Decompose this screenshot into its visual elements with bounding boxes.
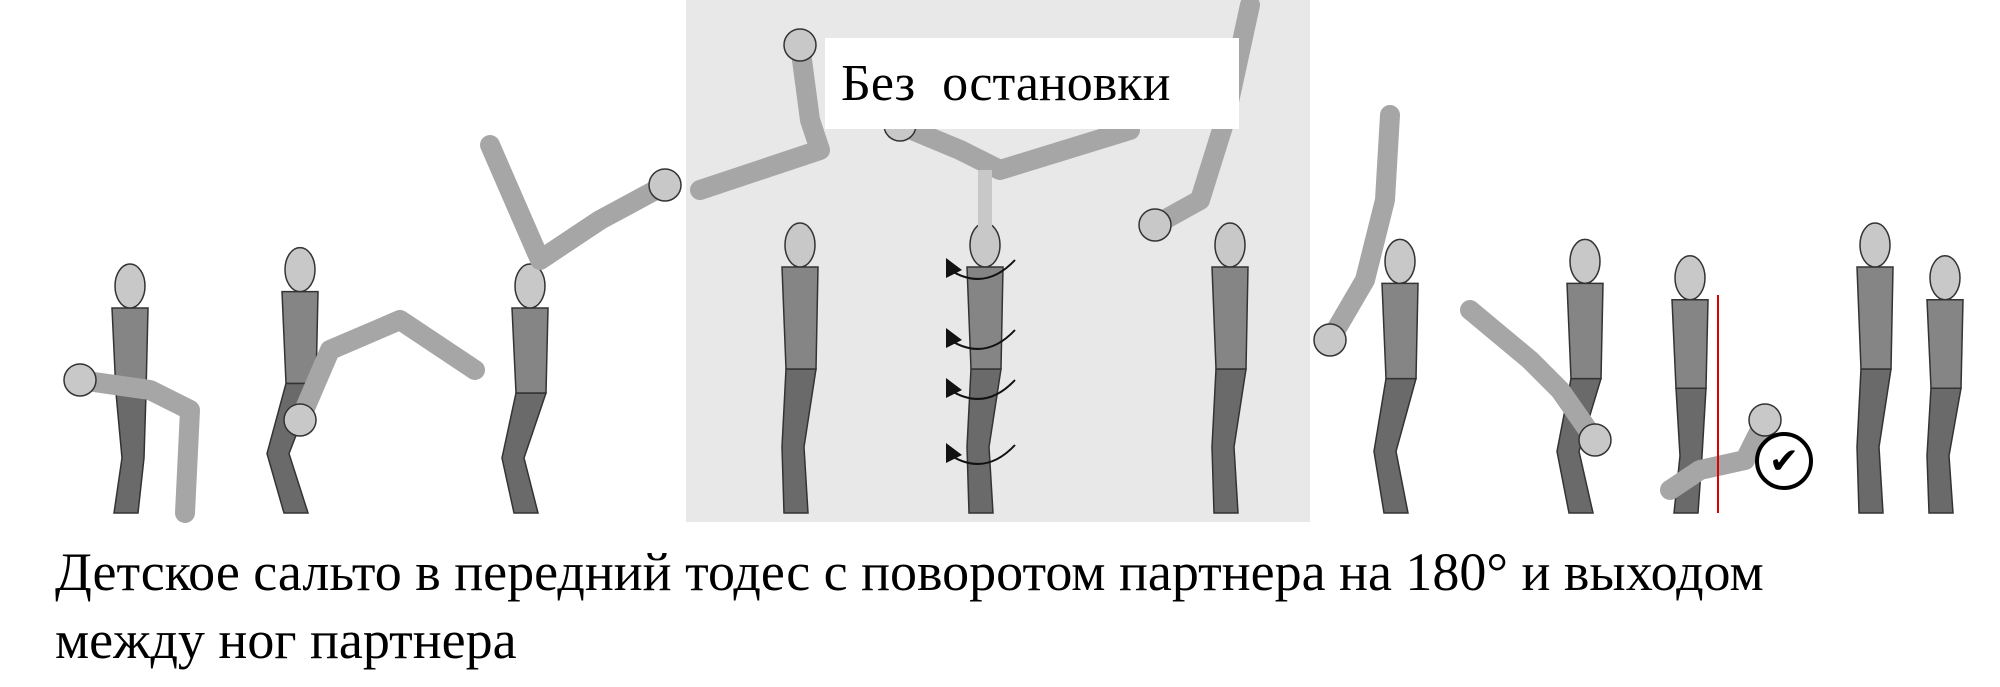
partner-head [284, 246, 316, 293]
rotation-arrow-icon [949, 329, 1016, 350]
partner-torso [781, 266, 819, 370]
partner-legs [966, 368, 1002, 514]
flyer-head [1748, 403, 1782, 437]
figure-4-partner [781, 222, 819, 514]
flyer-body [70, 370, 200, 523]
flyer-head [1313, 323, 1347, 357]
rotation-arrow-icon [949, 444, 1016, 465]
partner-legs [1926, 387, 1962, 514]
flyer-body [1320, 105, 1400, 350]
figure-4-flyer [690, 28, 830, 200]
flyer-head [283, 403, 317, 437]
partner-legs [113, 392, 147, 514]
partner-torso [1211, 266, 1249, 370]
figure-2-partner [266, 246, 319, 514]
caption-line-1: Детское сальто в передний тодес с поворо… [55, 542, 1764, 602]
partner-head [1929, 255, 1961, 301]
partner-torso [966, 266, 1004, 370]
partner-head [114, 263, 146, 309]
caption-line-2: между ног партнера [55, 610, 517, 670]
figure-3-flyer [480, 135, 682, 270]
figure-8-partner [1556, 238, 1604, 514]
figure-6-partner [1211, 222, 1249, 514]
rotation-arrow-icon [949, 259, 1016, 280]
partner-torso [1926, 299, 1964, 389]
partner-torso [1671, 299, 1709, 389]
partner-legs [1856, 368, 1892, 514]
partner-legs [1211, 368, 1247, 514]
flyer-body [1460, 300, 1605, 450]
partner-torso [1856, 266, 1894, 370]
flyer-head [63, 363, 97, 397]
figure-2-flyer [283, 310, 485, 437]
partner-legs [1373, 377, 1417, 514]
figure-5-partner [966, 222, 1004, 514]
flyer-head [783, 28, 817, 62]
partner-legs [501, 392, 548, 514]
partner-torso [511, 307, 549, 394]
partner-torso [1566, 282, 1604, 380]
partner-head [1214, 222, 1246, 268]
partner-legs [781, 368, 817, 514]
flyer-head [1578, 423, 1612, 457]
figure-7-flyer [1313, 105, 1400, 357]
partner-head [514, 263, 546, 309]
rotation-arrowhead-icon [946, 443, 962, 463]
figure-8-flyer [1460, 300, 1612, 457]
rotation-arrowhead-icon [946, 258, 962, 278]
figure-1-partner [111, 263, 149, 514]
flyer-body [690, 35, 830, 200]
rotation-arrowhead-icon [946, 378, 962, 398]
figure-3-partner [501, 263, 549, 514]
partner-torso [1381, 282, 1419, 380]
rotation-arrowhead-icon [946, 328, 962, 348]
caption: Детское сальто в передний тодес с поворо… [55, 538, 1975, 674]
partner-head [784, 222, 816, 268]
no-stop-label: Без остановки [825, 38, 1239, 129]
flyer-body [1660, 410, 1775, 500]
flyer-head [648, 168, 682, 202]
flyer-body [480, 135, 675, 270]
figure-10-partner [1856, 222, 1894, 514]
figure-9-flyer [1660, 403, 1782, 500]
check-icon: ✔ [1755, 432, 1813, 490]
partner-head [1569, 238, 1601, 285]
rotation-arrow-icon [949, 379, 1016, 400]
partner-head [1859, 222, 1891, 268]
figure-7-partner [1373, 238, 1419, 514]
figure-11-flyer-standing [1926, 255, 1964, 514]
partner-head [1384, 238, 1416, 285]
flyer-head [1138, 208, 1172, 242]
flyer-body [290, 310, 485, 430]
figure-1-flyer [63, 363, 200, 523]
partner-head [1674, 255, 1706, 301]
flyer-body [890, 115, 1140, 180]
